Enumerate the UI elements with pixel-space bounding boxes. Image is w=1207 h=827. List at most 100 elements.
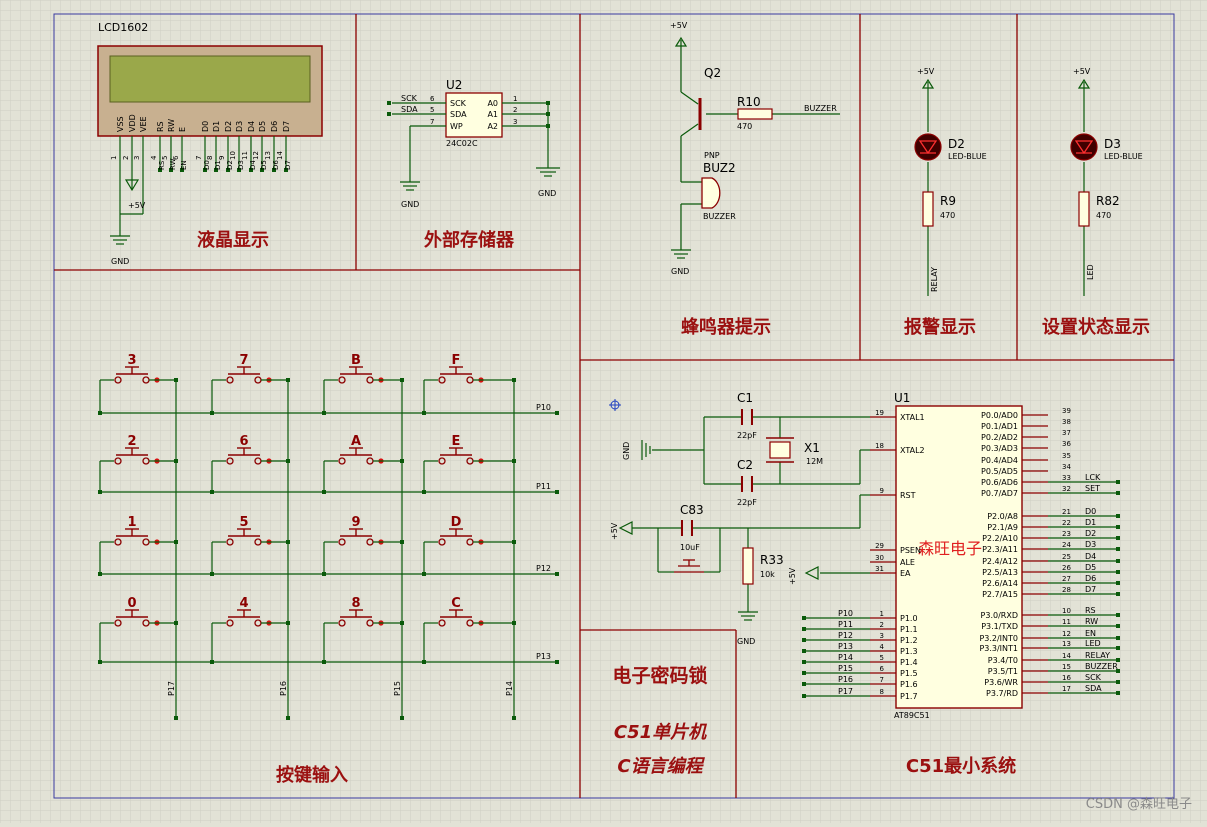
mcu-pin-name: P0.0/AD0 [981,411,1018,420]
mcu-pin-number: 32 [1062,485,1071,493]
mcu-pin-name: PSEN [900,546,921,555]
key-label: 0 [127,596,136,611]
key-contact [438,538,446,546]
lcd-net-label: D1 [214,160,222,170]
mcu-pin-number: 17 [1062,685,1071,693]
mcu-line: C51单片机 [614,722,707,743]
mcu-net-label: EN [1085,629,1096,638]
mcu-pin-name: P2.0/A8 [987,512,1018,521]
eeprom-section-title: 外部存储器 [424,229,515,251]
mcu-pin-name: P3.4/T0 [988,656,1018,665]
lcd-pin-number: 8 [206,156,214,160]
mcu-pin-number: 10 [1062,607,1071,615]
ea-supply-arrow [804,566,819,580]
alarm-section-title: 报警显示 [904,316,976,338]
lcd-pin-number: 2 [122,156,130,160]
mcu-net-label: P13 [838,642,853,651]
buz2-label: BUZZER [703,212,736,221]
keypad-col-junction [286,621,290,625]
reset-supply-arrow [618,521,633,535]
lcd-net-label: RW [169,158,177,170]
r82-val: 470 [1096,211,1111,220]
keypad-col-junction [174,459,178,463]
status-supply: +5V [1073,67,1091,76]
mcu-pin-name: P3.2/INT0 [979,634,1018,643]
mcu-net-terminal [1116,624,1120,628]
mcu-net-label: RELAY [1085,651,1110,660]
x1-ref: X1 [804,441,820,455]
mcu-pin-name: P0.7/AD7 [981,489,1018,498]
key-contact [226,538,234,546]
c1-val: 22pF [737,431,757,440]
mcu-watermark: 森旺电子 [918,539,982,558]
lcd-pin-number: 11 [241,151,249,160]
alarm-circuit: +5V D2 LED-BLUE R9 470 RELAY [914,67,987,296]
mcu-pin-number: 30 [875,554,884,562]
keypad-row-net: P12 [536,564,551,573]
mcu-pin-name: P3.1/TXD [981,622,1018,631]
mcu-net-label: D4 [1085,552,1096,561]
r10-ref: R10 [737,95,761,109]
key-contact [114,376,122,384]
mcu-pin-name: P1.2 [900,636,918,645]
key-label: 1 [127,515,136,530]
mcu-pin-name: P0.5/AD5 [981,467,1018,476]
lcd-pin-terminal [260,168,264,172]
keypad-col-net: P15 [393,681,402,696]
mcu-net-label: SDA [1085,684,1102,693]
key-label: B [351,353,361,368]
key-label: E [452,434,461,449]
lcd-pin-terminal [203,168,207,172]
key-label: 7 [239,353,248,368]
key-contact [438,376,446,384]
r33-body [742,547,754,585]
lcd-pin-terminal [214,168,218,172]
eeprom-pin-number: 3 [513,118,517,126]
lcd-pin-name: VEE [139,116,148,132]
frame [53,13,1175,799]
lcd-pin-name: D7 [282,121,291,132]
lcd-net-label: D2 [226,160,234,170]
mcu-net-label: SCK [1085,673,1102,682]
eeprom-net-terminal [387,112,391,116]
eeprom-pin-name: A2 [487,122,498,131]
key-contact [114,457,122,465]
mcu-net-terminal [1116,636,1120,640]
lcd-pin-terminal [284,168,288,172]
mcu-pin-name: ALE [900,558,915,567]
mcu-net-terminal [802,638,806,642]
mcu-net-terminal [1116,570,1120,574]
mcu-net-terminal [802,660,806,664]
lcd-pin-name: D6 [270,121,279,132]
alarm-wiring [921,78,935,296]
mcu-pin-name: P2.5/A13 [982,568,1018,577]
mcu-net-terminal [802,616,806,620]
x1-val: 12M [806,457,823,466]
c1-ref: C1 [737,391,753,405]
key-label: 6 [239,434,248,449]
q2-ref: Q2 [704,66,721,80]
lcd-pin-number: 13 [264,151,272,160]
lcd-pin-number: 10 [229,151,237,160]
d3-ref: D3 [1104,137,1121,151]
buz2-ref: BUZ2 [703,161,736,175]
keypad-col-terminal [286,716,290,720]
r9-val: 470 [940,211,955,220]
lcd-pin-number: 3 [133,156,141,160]
mcu-net-label: D5 [1085,563,1096,572]
mcu-pin-name: P0.4/AD4 [981,456,1018,465]
keypad-row-net: P11 [536,482,551,491]
mcu-pin-number: 23 [1062,530,1071,538]
key-label: 8 [351,596,360,611]
u1-ref: U1 [894,391,910,405]
lcd-net-label: D3 [237,160,245,170]
r10-val: 470 [737,122,752,131]
keypad-col-net: P17 [167,681,176,696]
mcu-net-label: D7 [1085,585,1096,594]
mcu-pin-number: 26 [1062,564,1071,572]
